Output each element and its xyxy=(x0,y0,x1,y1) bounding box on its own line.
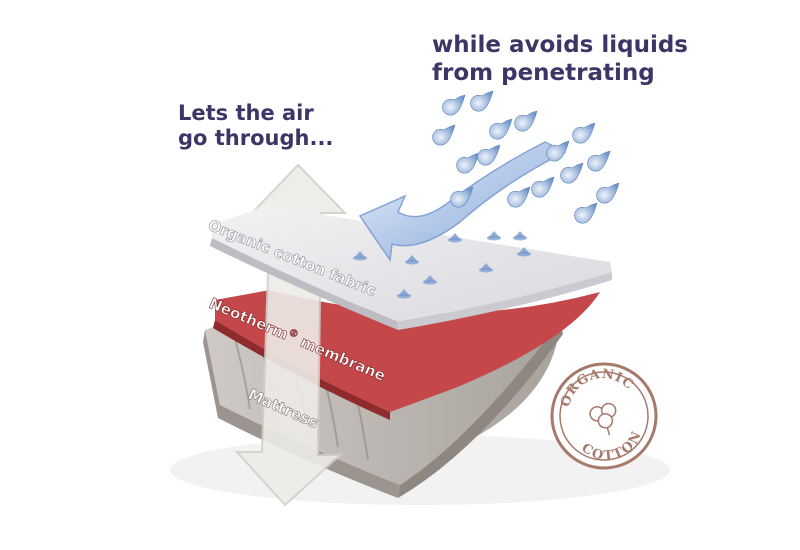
water-drop-icon xyxy=(507,186,531,208)
water-drop-icon xyxy=(450,186,474,208)
drops-group xyxy=(432,90,620,224)
water-drop-icon xyxy=(456,152,480,174)
water-drop-icon xyxy=(477,144,501,166)
water-drop-icon xyxy=(574,202,598,224)
water-drop-icon xyxy=(470,90,494,112)
water-drop-icon xyxy=(489,118,513,140)
splash-icon xyxy=(517,247,531,257)
liquids-caption: while avoids liquids from penetrating xyxy=(432,32,688,87)
air-caption: Lets the air go through... xyxy=(178,101,333,151)
air-caption-line2: go through... xyxy=(178,126,334,151)
water-drop-icon xyxy=(546,140,570,162)
splash-icon xyxy=(479,263,493,273)
splash-icon xyxy=(405,255,419,265)
water-drop-icon xyxy=(432,124,456,146)
splash-icon xyxy=(423,275,437,285)
splash-icon xyxy=(397,289,411,299)
water-drop-icon xyxy=(514,110,538,132)
water-drop-icon xyxy=(572,122,596,144)
air-caption-line1: Lets the air xyxy=(178,101,314,125)
splash-icon xyxy=(487,231,501,241)
cotton-boll-icon xyxy=(589,402,617,436)
splash-icon xyxy=(513,231,527,241)
splashes-group xyxy=(353,231,531,299)
water-drop-icon xyxy=(587,150,611,172)
membrane-label-mark: ® xyxy=(287,327,301,341)
organic-cotton-badge: ORGANIC COTTON xyxy=(550,357,658,472)
splash-icon xyxy=(448,233,462,243)
water-drop-icon xyxy=(442,94,466,116)
splash-icon xyxy=(353,251,367,261)
water-drop-icon xyxy=(560,162,584,184)
liquids-caption-line2: from penetrating xyxy=(432,59,655,86)
liquids-caption-line1: while avoids liquids xyxy=(432,32,688,58)
water-drop-icon xyxy=(596,182,620,204)
water-drop-icon xyxy=(531,176,555,198)
